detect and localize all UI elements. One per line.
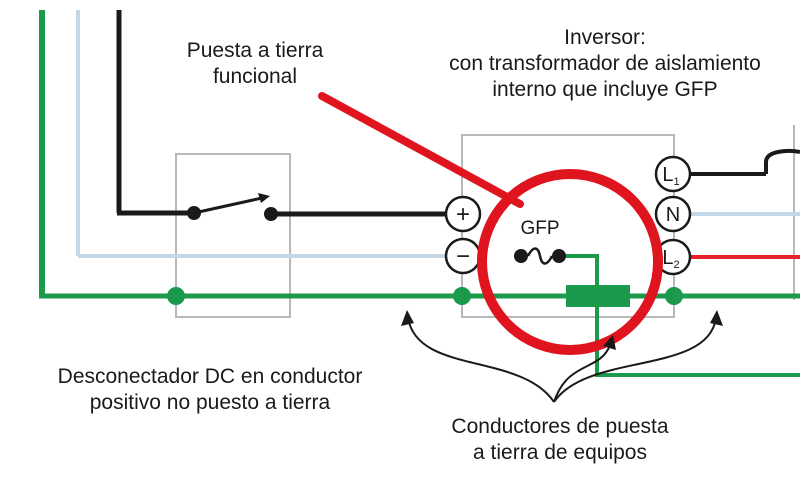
ac-terminal-l2-sub: 2 bbox=[674, 259, 680, 271]
label-grounding-conductors: Conductores de puesta a tierra de equipo… bbox=[420, 414, 700, 466]
ground-bar bbox=[566, 285, 630, 307]
gfp-ground-wire bbox=[559, 254, 800, 377]
brace-arrowhead-middle bbox=[603, 335, 616, 350]
label-dc-disconnect: Desconectador DC en conductor positivo n… bbox=[20, 364, 400, 416]
switch-arrow bbox=[258, 193, 270, 203]
label-dc-disconnect-line-2: positivo no puesto a tierra bbox=[89, 391, 331, 414]
label-grounding-conductors-line-2: a tierra de equipos bbox=[473, 441, 647, 464]
ground-node-disconnect bbox=[167, 287, 185, 305]
grounding-brace bbox=[407, 317, 717, 403]
highlight-pointer bbox=[318, 92, 524, 208]
ac-terminal-n: N bbox=[654, 195, 692, 233]
label-inverter-line-2: con transformador de aislamiento bbox=[449, 52, 761, 75]
dc-terminal-negative-label: − bbox=[456, 243, 470, 270]
label-grounding-conductors-line-1: Conductores de puesta bbox=[451, 415, 669, 438]
label-inverter-line-1: Inversor: bbox=[564, 26, 646, 49]
label-functional-ground-line-2: funcional bbox=[212, 65, 298, 88]
switch-contact-right bbox=[264, 207, 278, 221]
svg-text:L1: L1 bbox=[662, 164, 679, 188]
ac-terminal-n-letter: N bbox=[666, 204, 680, 226]
svg-text:L2: L2 bbox=[662, 247, 679, 271]
label-inverter-line-3: interno que incluye GFP bbox=[492, 78, 718, 101]
gfp-contact-right bbox=[552, 249, 566, 263]
ac-terminal-l1-sub: 1 bbox=[674, 176, 680, 188]
ac-terminal-l1-letter: L bbox=[662, 164, 673, 186]
ground-node-inverter-left bbox=[453, 287, 471, 305]
gfp-contact-left bbox=[514, 249, 528, 263]
ac-terminal-l2-letter: L bbox=[662, 247, 673, 269]
dc-terminal-negative: − bbox=[444, 237, 482, 275]
ac-terminal-l1: L1 bbox=[654, 155, 692, 193]
label-functional-ground-line-1: Puesta a tierra bbox=[186, 39, 324, 62]
switch-contact-left bbox=[187, 206, 201, 220]
label-inverter: Inversor: con transformador de aislamien… bbox=[405, 25, 800, 103]
ground-node-inverter-right bbox=[665, 287, 683, 305]
brace-arrowhead-left bbox=[401, 310, 414, 326]
switch-blade bbox=[193, 196, 263, 215]
dc-terminal-positive-label: + bbox=[456, 201, 470, 228]
l1-wire-loop bbox=[764, 149, 800, 174]
gfp-fuse-link bbox=[526, 247, 554, 265]
label-dc-disconnect-line-1: Desconectador DC en conductor bbox=[57, 365, 363, 388]
label-functional-ground: Puesta a tierra funcional bbox=[170, 38, 340, 90]
dc-disconnect-box bbox=[175, 153, 291, 318]
ac-terminal-l2: L2 bbox=[654, 238, 692, 276]
gfp-label: GFP bbox=[520, 218, 559, 239]
highlight-circle bbox=[477, 169, 663, 355]
dc-terminal-positive: + bbox=[444, 195, 482, 233]
brace-arrowhead-right bbox=[710, 310, 723, 326]
